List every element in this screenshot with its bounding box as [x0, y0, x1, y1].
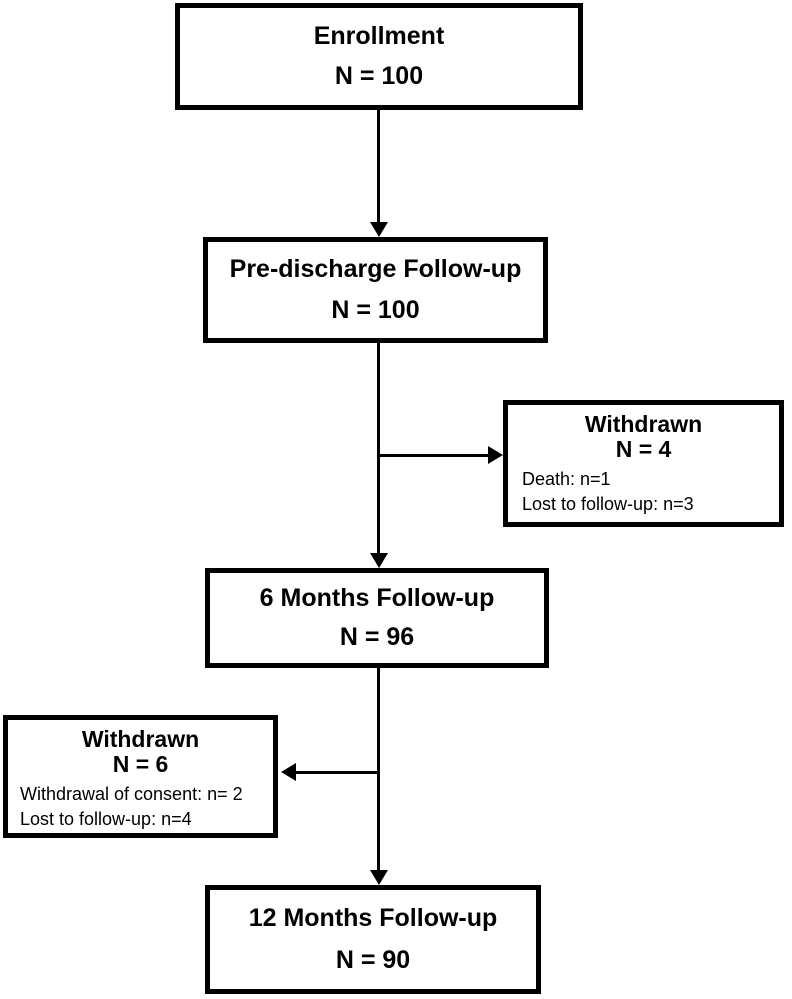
- withdrawn-left-count: N = 6: [112, 751, 169, 777]
- withdrawn-left-details: Withdrawal of consent: n= 2 Lost to foll…: [8, 782, 273, 832]
- arrowhead-down-12months: [370, 870, 388, 885]
- withdrawn-left-detail-consent: Withdrawal of consent: n= 2: [20, 784, 243, 804]
- connector-predischarge-to-6months: [377, 343, 380, 555]
- enrollment-box: Enrollment N = 100: [175, 3, 583, 110]
- withdrawn-right-detail-death: Death: n=1: [522, 469, 611, 489]
- pre-discharge-title: Pre-discharge Follow-up: [229, 255, 522, 284]
- connector-branch-to-withdrawn-left: [294, 771, 380, 774]
- pre-discharge-box: Pre-discharge Follow-up N = 100: [203, 237, 548, 343]
- six-months-count: N = 96: [339, 622, 415, 651]
- withdrawn-left-title: Withdrawn: [81, 726, 200, 752]
- enrollment-count: N = 100: [334, 62, 424, 91]
- withdrawn-right-details: Death: n=1 Lost to follow-up: n=3: [508, 467, 779, 517]
- twelve-months-count: N = 90: [335, 945, 411, 974]
- arrowhead-down-predischarge: [370, 222, 388, 237]
- connector-6months-to-12months: [377, 668, 380, 872]
- withdrawn-right-box: Withdrawn N = 4 Death: n=1 Lost to follo…: [503, 400, 784, 527]
- withdrawn-left-detail-lost: Lost to follow-up: n=4: [20, 809, 192, 829]
- connector-branch-to-withdrawn-right: [378, 454, 488, 457]
- six-months-title: 6 Months Follow-up: [259, 584, 495, 613]
- twelve-months-box: 12 Months Follow-up N = 90: [205, 885, 541, 994]
- arrowhead-right-withdrawn: [488, 446, 503, 464]
- enrollment-title: Enrollment: [313, 21, 445, 50]
- withdrawn-left-box: Withdrawn N = 6 Withdrawal of consent: n…: [3, 715, 278, 838]
- withdrawn-right-detail-lost: Lost to follow-up: n=3: [522, 494, 694, 514]
- pre-discharge-count: N = 100: [331, 295, 420, 324]
- arrowhead-left-withdrawn: [281, 763, 296, 781]
- arrowhead-down-6months: [370, 553, 388, 568]
- six-months-box: 6 Months Follow-up N = 96: [205, 568, 549, 668]
- withdrawn-right-count: N = 4: [615, 436, 672, 462]
- connector-enrollment-to-predischarge: [377, 110, 380, 224]
- withdrawn-right-title: Withdrawn: [584, 411, 703, 437]
- twelve-months-title: 12 Months Follow-up: [248, 904, 498, 933]
